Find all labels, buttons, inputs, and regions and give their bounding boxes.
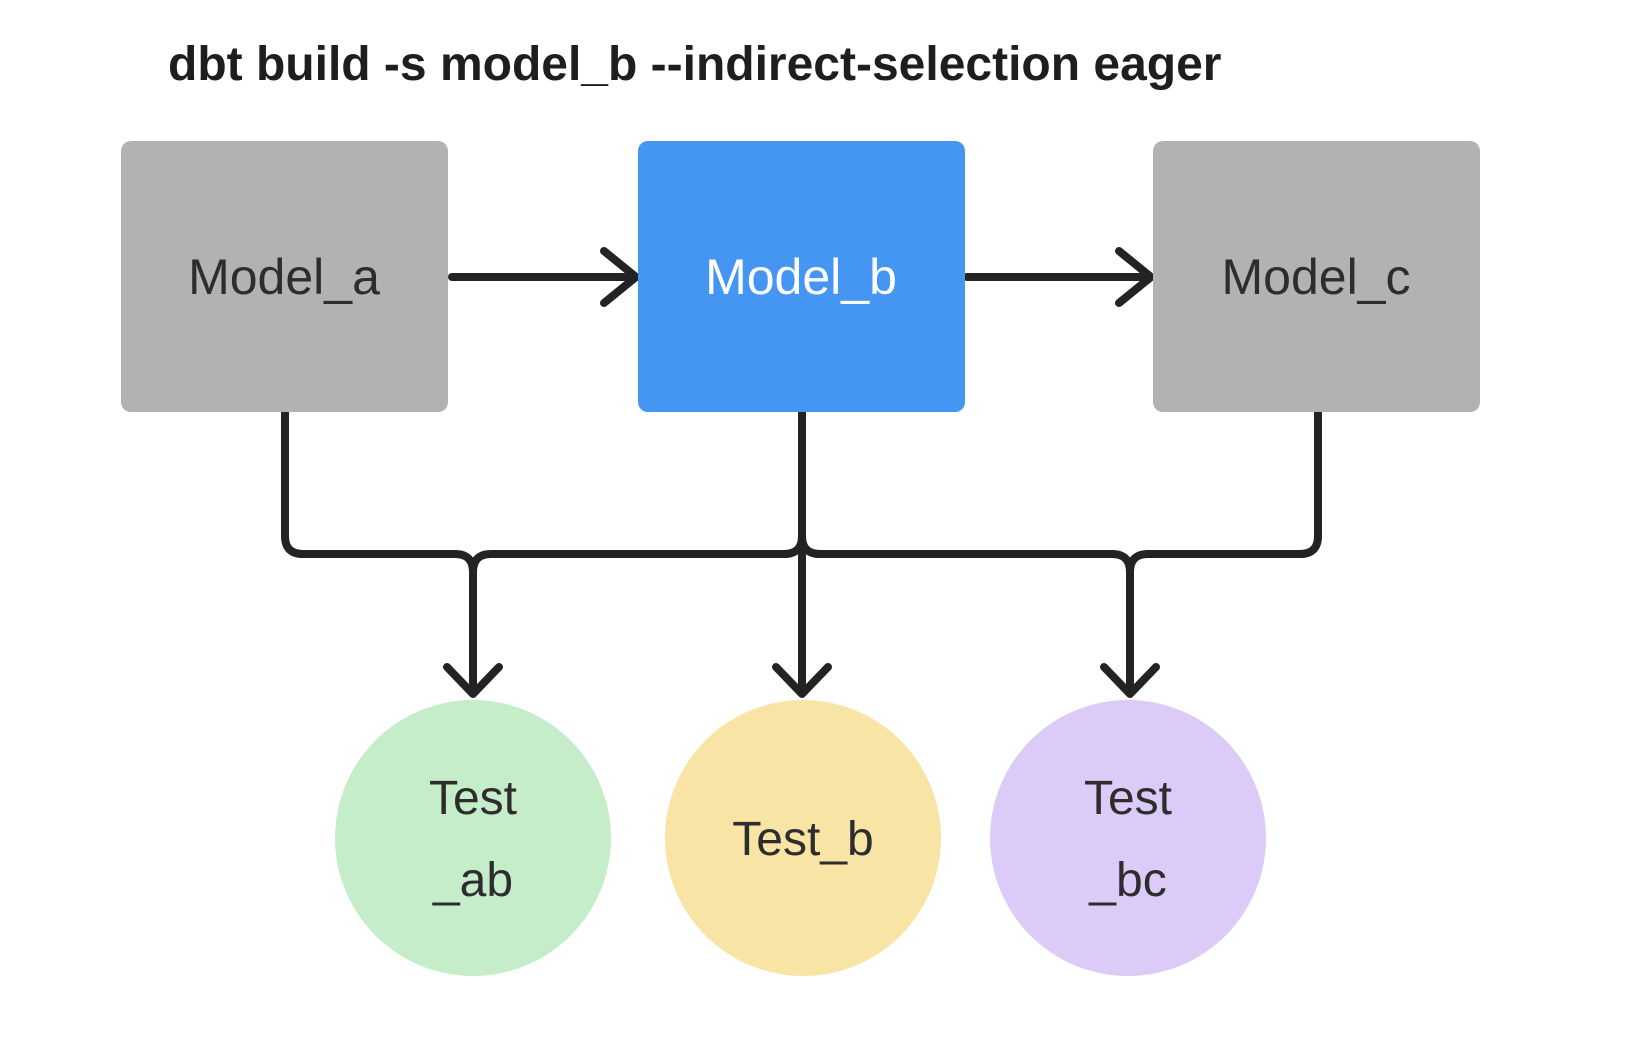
node-test-ab (335, 700, 611, 976)
arrowhead-into-model-c-icon (1115, 247, 1155, 307)
arrowhead-into-test-b-icon (772, 663, 832, 698)
diagram-title: dbt build -s model_b --indirect-selectio… (168, 38, 1221, 91)
model-nodes: Model_a Model_b Model_c (121, 141, 1480, 412)
test-nodes: Test _ab Test_b Test _bc (335, 700, 1266, 976)
node-test-ab-label-line2: _ab (432, 854, 513, 907)
node-model-a-label: Model_a (188, 249, 380, 305)
node-model-b (638, 141, 965, 412)
arrowhead-into-test-bc-icon (1100, 663, 1160, 698)
node-test-ab-label-line1: Test (429, 772, 517, 825)
node-test-bc-label-line1: Test (1084, 772, 1172, 825)
node-model-c (1153, 141, 1480, 412)
arrowhead-into-model-b-icon (600, 247, 640, 307)
node-model-a (121, 141, 448, 412)
edge-lines (281, 247, 1322, 698)
node-test-bc (990, 700, 1266, 976)
edge-model-c-to-test-bc (1126, 409, 1322, 690)
node-test-b (665, 700, 941, 976)
node-test-b-label: Test_b (732, 813, 873, 866)
node-test-bc-label-line2: _bc (1088, 854, 1166, 907)
arrowhead-into-test-ab-icon (443, 663, 503, 698)
node-model-b-label: Model_b (705, 249, 897, 305)
node-model-c-label: Model_c (1222, 249, 1411, 305)
